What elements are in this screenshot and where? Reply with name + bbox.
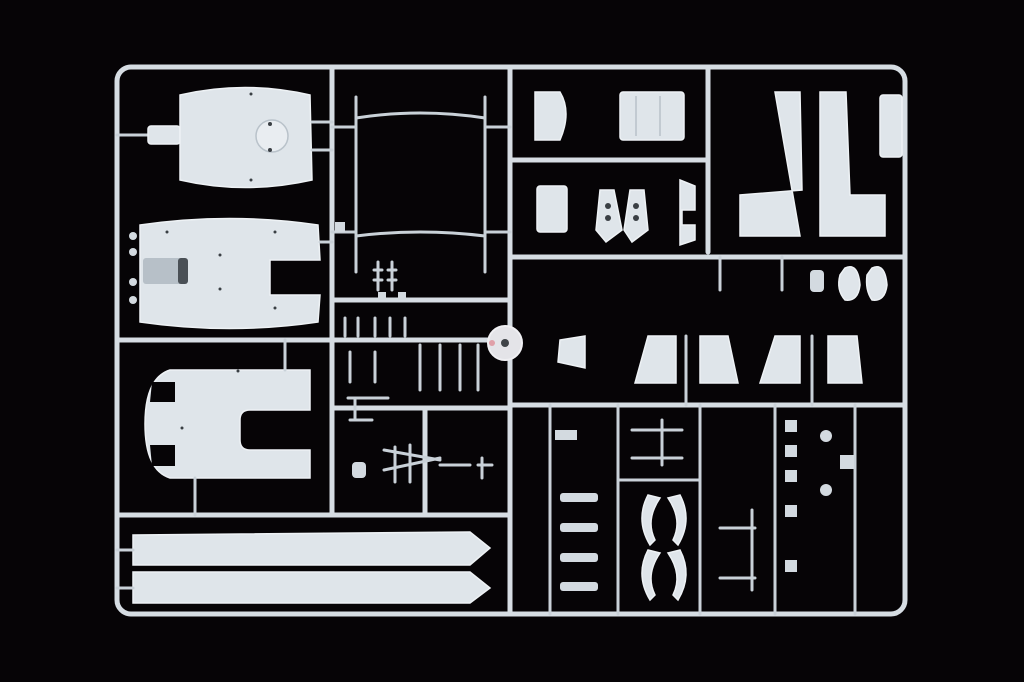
- linkage-parts: [346, 396, 494, 484]
- hatch-parts: [534, 91, 696, 247]
- turret-top-part: [115, 86, 334, 189]
- hull-plate-part: [129, 217, 334, 330]
- sprue-frame: [114, 64, 908, 617]
- small-parts-cluster: [343, 260, 523, 392]
- fender-parts: [718, 91, 903, 301]
- long-bar-parts: [115, 531, 492, 604]
- side-panel-parts: [557, 334, 863, 407]
- turret-shell-part: [144, 338, 311, 517]
- rod-frame-part: [330, 95, 512, 274]
- lower-small-parts: [555, 418, 854, 602]
